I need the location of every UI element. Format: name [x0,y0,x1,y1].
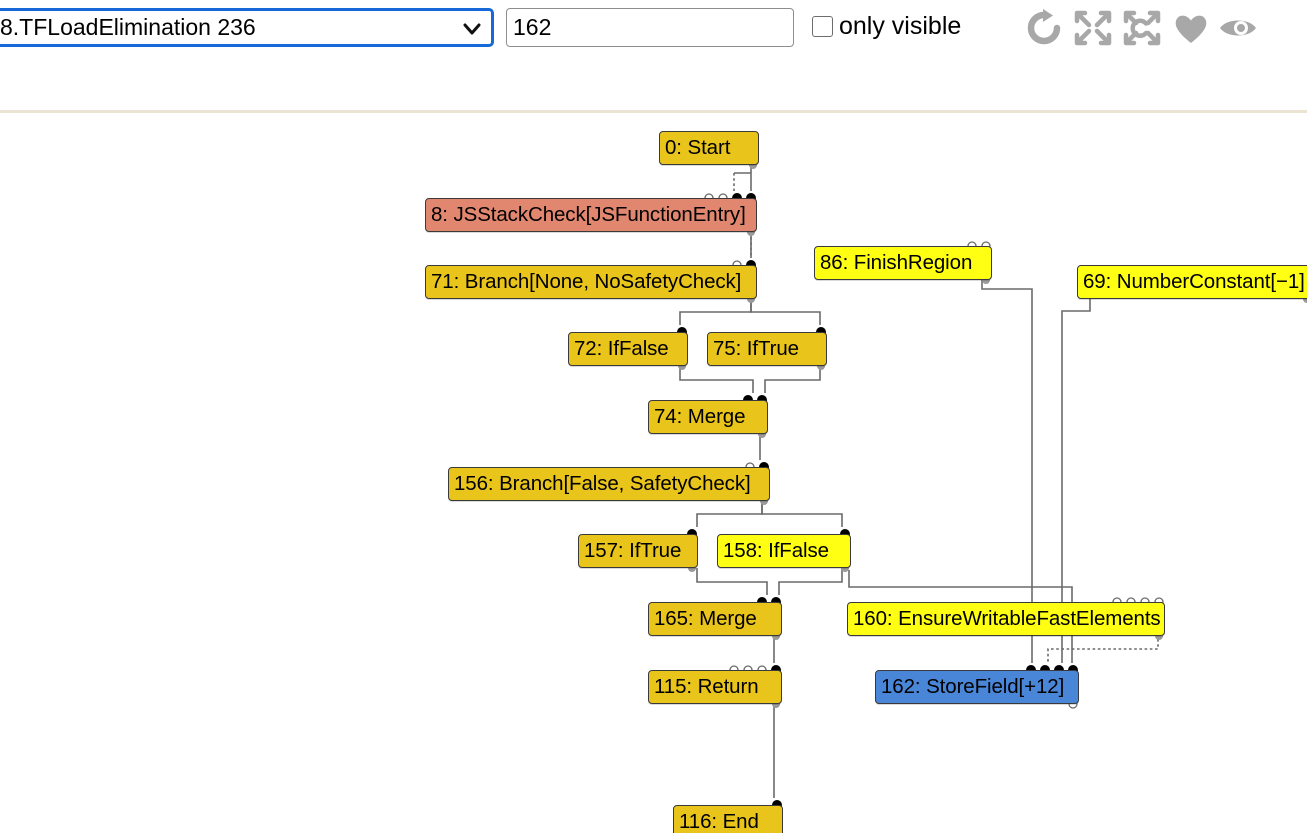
toolbar: 8.TFLoadElimination 236 162 only visible [0,0,1307,152]
graph-node-label: 74: Merge [654,405,746,428]
node-search-value: 162 [513,14,552,40]
graph-node-156[interactable]: 156: Branch[False, SafetyCheck] [448,467,770,501]
graph-node-label: 156: Branch[False, SafetyCheck] [454,472,751,495]
graph-node-0[interactable]: 0: Start [659,131,759,165]
graph-node-74[interactable]: 74: Merge [648,400,768,434]
expand-all-icon[interactable] [1071,6,1115,50]
graph-node-8[interactable]: 8: JSStackCheck[JSFunctionEntry] [425,198,757,232]
collapse-fit-icon[interactable] [1120,6,1164,50]
heart-icon[interactable] [1169,6,1213,50]
only-visible-label: only visible [839,12,962,40]
graph-node-69[interactable]: 69: NumberConstant[−1] [1077,265,1307,299]
phase-select-value: 8.TFLoadElimination 236 [0,14,256,40]
graph-node-label: 8: JSStackCheck[JSFunctionEntry] [431,203,746,226]
chevron-down-icon [461,15,483,43]
graph-node-157[interactable]: 157: IfTrue [578,534,698,568]
graph-node-label: 165: Merge [654,607,757,630]
toolbar-separator [0,110,1307,113]
graph-edges [679,165,1159,798]
toolbar-primary-row: 8.TFLoadElimination 236 162 only visible [0,0,1307,56]
graph-node-label: 157: IfTrue [584,539,682,562]
graph-node-162[interactable]: 162: StoreField[+12] [875,670,1079,704]
graph-canvas[interactable]: 0: Start 8: JSStackCheck[JSFunctionEntry]… [0,113,1307,833]
refresh-icon[interactable] [1022,6,1066,50]
graph-node-label: 116: End [679,810,759,833]
graph-node-72[interactable]: 72: IfFalse [568,332,688,366]
only-visible-checkbox-wrap[interactable]: only visible [812,11,961,41]
graph-node-label: 71: Branch[None, NoSafetyCheck] [431,270,742,293]
graph-node-label: 162: StoreField[+12] [881,675,1065,698]
node-search-input[interactable]: 162 [506,8,794,47]
graph-node-label: 72: IfFalse [574,337,669,360]
graph-node-label: 86: FinishRegion [820,251,973,274]
graph-node-label: 75: IfTrue [713,337,799,360]
graph-node-86[interactable]: 86: FinishRegion [814,246,992,280]
eye-icon[interactable] [1216,6,1260,50]
only-visible-checkbox[interactable] [812,15,833,37]
graph-node-71[interactable]: 71: Branch[None, NoSafetyCheck] [425,265,757,299]
graph-node-165[interactable]: 165: Merge [648,602,782,636]
graph-node-75[interactable]: 75: IfTrue [707,332,827,366]
graph-node-115[interactable]: 115: Return [648,670,782,704]
graph-node-label: 69: NumberConstant[−1] [1083,270,1305,293]
graph-node-label: 115: Return [654,675,759,698]
toolbar-secondary-row [0,56,1307,152]
graph-node-label: 0: Start [665,136,731,159]
phase-select[interactable]: 8.TFLoadElimination 236 [0,8,494,47]
graph-node-116[interactable]: 116: End [673,805,783,833]
graph-node-label: 158: IfFalse [723,539,829,562]
graph-node-label: 160: EnsureWritableFastElements [853,607,1161,630]
graph-node-160[interactable]: 160: EnsureWritableFastElements [847,602,1165,636]
graph-node-158[interactable]: 158: IfFalse [717,534,851,568]
